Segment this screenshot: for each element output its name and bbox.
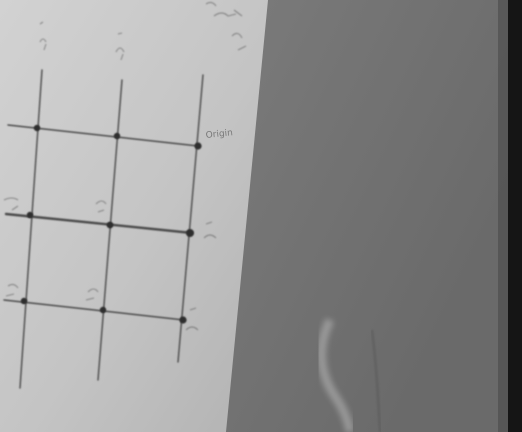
hand-drawn-grid [3,69,204,389]
grid-node [186,229,194,237]
grid-node [106,221,114,229]
grid-nodes [20,124,202,324]
grid-line-vertical [177,74,204,363]
grid-node [99,306,107,314]
grid-node [20,297,28,305]
grid-node [26,211,34,219]
frame-edge [508,0,522,432]
pencil-scribbles [3,1,247,331]
grid-node [179,316,187,324]
grid-line-horizontal [3,299,185,321]
grid-line-vertical [97,79,123,381]
grid-line-horizontal [4,212,194,235]
paper-sheet [0,0,268,432]
origin-label: Origin [205,128,233,141]
grid-node [194,142,202,150]
grid-line-vertical [19,69,43,389]
grid-node [113,132,121,140]
grid-node [33,124,41,132]
cable [317,318,355,432]
